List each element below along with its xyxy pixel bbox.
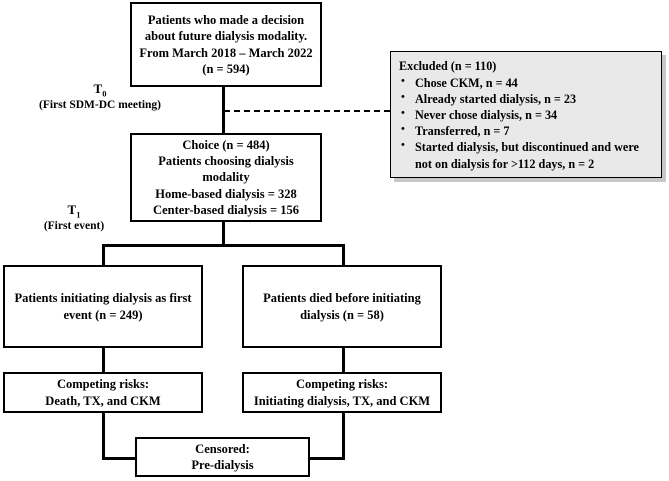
bullet-icon: • — [401, 123, 405, 136]
connector-competing-left-elbow — [102, 457, 138, 460]
connector-split-left-drop — [102, 244, 105, 267]
connector-competing-right-drop — [342, 413, 345, 460]
connector-competing-left-drop — [102, 413, 105, 460]
excluded-list: • Chose CKM, n = 44 • Already started di… — [399, 75, 653, 172]
bullet-icon: • — [401, 107, 405, 120]
timepoint-t1-name: T1 — [14, 202, 134, 220]
t1-letter: T — [67, 202, 77, 217]
connector-split-right-drop — [342, 244, 345, 267]
cohort-line-4: (n = 594) — [202, 61, 250, 76]
bullet-icon: • — [401, 75, 405, 88]
choice-box-text: Choice (n = 484) Patients choosing dialy… — [136, 137, 316, 218]
competing-left-line-1: Competing risks: — [56, 377, 150, 392]
competing-risks-left-box: Competing risks: Death, TX, and CKM — [3, 372, 203, 413]
cohort-line-3: From March 2018 – March 2022 — [139, 45, 313, 60]
cohort-line-2: about future dialysis modality. — [144, 29, 308, 44]
excluded-item-already-started: • Already started dialysis, n = 23 — [399, 91, 653, 107]
choice-line-2: Patients choosing dialysis — [158, 154, 294, 169]
censored-box: Censored: Pre-dialysis — [135, 437, 310, 477]
censored-box-text: Censored: Pre-dialysis — [141, 441, 304, 474]
cohort-box-text: Patients who made a decision about futur… — [136, 12, 316, 77]
excluded-box: Excluded (n = 110) • Chose CKM, n = 44 •… — [390, 51, 662, 178]
excluded-item-never-chose: • Never chose dialysis, n = 34 — [399, 107, 653, 123]
excluded-item-3-line-1: Never chose dialysis, n = 34 — [415, 108, 558, 123]
competing-right-text: Competing risks: Initiating dialysis, TX… — [248, 376, 436, 409]
died-line-2: dialysis (n = 58) — [300, 307, 384, 322]
initiating-box-text: Patients initiating dialysis as first ev… — [9, 290, 197, 323]
choice-line-1: Choice (n = 484) — [182, 137, 270, 152]
initiating-line-2: event (n = 249) — [63, 307, 143, 322]
t0-letter: T — [93, 81, 103, 96]
excluded-item-5-line-1: Started dialysis, but discontinued and w… — [415, 140, 639, 155]
connector-cohort-to-choice — [222, 87, 225, 133]
timepoint-t1: T1 (First event) — [14, 202, 134, 233]
choice-line-5: Center-based dialysis = 156 — [153, 202, 299, 217]
excluded-item-transferred: • Transferred, n = 7 — [399, 123, 653, 139]
cohort-box: Patients who made a decision about futur… — [130, 2, 322, 87]
timepoint-t0-name: T0 — [10, 81, 190, 99]
died-line-1: Patients died before initiating — [263, 291, 421, 306]
excluded-title: Excluded (n = 110) — [399, 59, 497, 73]
competing-risks-right-box: Competing risks: Initiating dialysis, TX… — [242, 372, 442, 413]
choice-box: Choice (n = 484) Patients choosing dialy… — [130, 133, 322, 222]
initiating-line-1: Patients initiating dialysis as first — [14, 291, 192, 306]
timepoint-t0-sublabel: (First SDM-DC meeting) — [39, 99, 161, 112]
t0-subscript: 0 — [102, 88, 107, 99]
choice-line-4: Home-based dialysis = 328 — [155, 186, 297, 201]
connector-dashed-to-excluded — [224, 110, 390, 112]
excluded-item-5-line-2: not on dialysis for >112 days, n = 2 — [415, 156, 595, 171]
excluded-item-4-line-1: Transferred, n = 7 — [415, 124, 510, 139]
excluded-item-chose-ckm: • Chose CKM, n = 44 — [399, 75, 653, 91]
competing-right-line-1: Competing risks: — [295, 377, 389, 392]
censored-line-1: Censored: — [195, 441, 250, 456]
timepoint-t0: T0 (First SDM-DC meeting) — [10, 81, 190, 112]
excluded-item-2-line-1: Already started dialysis, n = 23 — [415, 92, 577, 107]
bullet-icon: • — [401, 139, 405, 152]
died-before-initiating-box: Patients died before initiating dialysis… — [242, 265, 442, 348]
t1-subscript: 1 — [76, 209, 81, 220]
cohort-line-1: Patients who made a decision — [147, 13, 305, 27]
bullet-icon: • — [401, 91, 405, 104]
connector-died-to-competing-right — [342, 348, 345, 372]
competing-left-text: Competing risks: Death, TX, and CKM — [9, 376, 197, 409]
excluded-item-1-line-1: Chose CKM, n = 44 — [415, 76, 518, 91]
competing-right-line-2: Initiating dialysis, TX, and CKM — [253, 393, 431, 408]
connector-competing-right-elbow — [308, 457, 345, 460]
connector-split-bar — [102, 244, 345, 247]
excluded-item-discontinued: • Started dialysis, but discontinued and… — [399, 139, 653, 171]
competing-left-line-2: Death, TX, and CKM — [45, 393, 161, 408]
initiating-dialysis-box: Patients initiating dialysis as first ev… — [3, 265, 203, 348]
choice-line-3: modality — [202, 170, 250, 185]
connector-choice-stem — [222, 222, 225, 246]
connector-initiating-to-competing-left — [102, 348, 105, 372]
censored-line-2: Pre-dialysis — [191, 458, 254, 472]
timepoint-t1-sublabel: (First event) — [43, 220, 105, 233]
died-box-text: Patients died before initiating dialysis… — [248, 290, 436, 323]
